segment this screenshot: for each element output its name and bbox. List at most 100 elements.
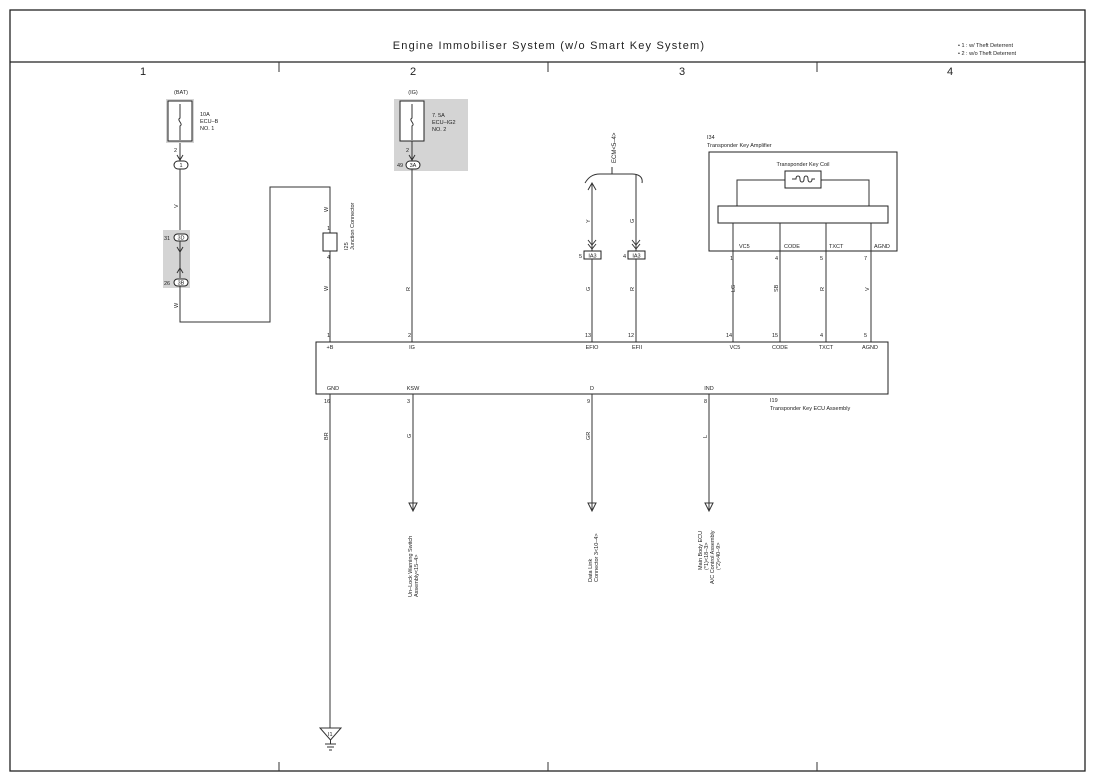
supply-ig-label: (IG) xyxy=(408,90,418,96)
column-label: 4 xyxy=(947,66,953,78)
ecu-terminal: TXCT xyxy=(819,345,834,351)
wire-color-w: W xyxy=(324,285,330,291)
ecm-ref-label: ECM<5–4> xyxy=(612,132,618,163)
wire-color-br: BR xyxy=(324,432,330,440)
ecu-pin: 12 xyxy=(628,333,634,339)
junction-pin-top: 1 xyxy=(327,226,330,232)
amp-terminal: AGND xyxy=(874,244,890,250)
ecu-terminal: GND xyxy=(327,386,339,392)
connector-ig-label: 3A xyxy=(410,163,417,169)
supply-bat-label: (BAT) xyxy=(174,90,188,96)
ecu-terminal: VC5 xyxy=(730,345,741,351)
transponder-key-ecu: 1 2 13 12 14 15 4 5 +B IG EFIO EFII VC5 … xyxy=(315,333,889,412)
ecu-terminal: IG xyxy=(409,345,415,351)
coil-icon xyxy=(792,175,815,183)
ecu-terminal: IND xyxy=(704,386,714,392)
dest-unlock-line1: Un–Lock Warning Switch xyxy=(408,536,414,597)
amp-terminal: VC5 xyxy=(739,244,750,250)
ecu-pin: 16 xyxy=(324,399,330,405)
ecu-pin: 13 xyxy=(585,333,591,339)
connector-ig xyxy=(405,160,421,170)
junction-id: I25 xyxy=(344,242,350,250)
connector-bat-label: 1 xyxy=(179,163,182,169)
fuse-rating: 7. 5A xyxy=(432,113,445,119)
amp-pin: 7 xyxy=(864,256,867,262)
dest-body-line4: (*2)<40–9> xyxy=(716,542,722,570)
dest-dlc-line1: Data Link xyxy=(588,559,594,582)
wire-color-r: R xyxy=(630,287,636,291)
ecu-terminal: AGND xyxy=(862,345,878,351)
ecu-terminal: D xyxy=(590,386,594,392)
fuse-ecu-b: (BAT) 10A ECU–B NO. 1 2 xyxy=(166,90,219,154)
jb-top-pin: 31 xyxy=(164,236,170,242)
note-theft-deterrent: • 1 : w/ Theft Deterrent xyxy=(958,43,1013,49)
ecu-terminal: KSW xyxy=(407,386,420,392)
ground-label: I1 xyxy=(328,732,333,738)
wire-color-r: R xyxy=(820,287,826,291)
ecu-pin: 14 xyxy=(726,333,732,339)
amp-pin: 1 xyxy=(730,256,733,262)
column-label: 2 xyxy=(410,66,416,78)
ecu-pin: 4 xyxy=(820,333,823,339)
ecu-terminal: EFII xyxy=(632,345,643,351)
amp-pin: 5 xyxy=(820,256,823,262)
ecm-conn-label: IA3 xyxy=(632,254,640,260)
junction-connector-i25: 1 4 I25 Junction Connector xyxy=(322,202,356,261)
fuse-number: NO. 1 xyxy=(200,126,214,132)
wire-color-r: R xyxy=(406,287,412,291)
connector-bat xyxy=(173,160,189,170)
dest-dlc-line2: Connector 3<10–4> xyxy=(594,533,600,582)
column-label: 1 xyxy=(140,66,146,78)
wire-color-g: G xyxy=(407,434,413,438)
wire-color-g: G xyxy=(586,287,592,291)
wire-color-gr: GR xyxy=(586,432,592,440)
ecu-terminal: +B xyxy=(327,345,334,351)
ecu-terminal: CODE xyxy=(772,345,788,351)
ecu-pin: 1 xyxy=(327,333,330,339)
ecu-pin: 8 xyxy=(704,399,707,405)
ecu-pin: 2 xyxy=(408,333,411,339)
ecm-conn-label: IA3 xyxy=(588,254,596,260)
ecu-id: I19 xyxy=(770,398,778,404)
fuse-symbol-icon xyxy=(178,104,182,140)
fuse-number: NO. 2 xyxy=(432,127,446,133)
amp-terminal: TXCT xyxy=(829,244,844,250)
amplifier-id: I34 xyxy=(707,135,715,141)
coil-name: Transponder Key Coil xyxy=(777,162,830,168)
ecm-reference: ECM<5–4> xyxy=(584,132,643,184)
diagram-title: Engine Immobiliser System (w/o Smart Key… xyxy=(393,40,706,52)
wire-color-sb: SB xyxy=(774,284,780,292)
column-ruler: 1 2 3 4 xyxy=(140,62,953,771)
ecm-pin-left: 5 xyxy=(579,254,582,260)
ecu-name: Transponder Key ECU Assembly xyxy=(770,406,850,412)
fuse-pin: 2 xyxy=(174,148,177,154)
fuse-pin: 2 xyxy=(406,148,409,154)
ecu-pin: 5 xyxy=(864,333,867,339)
ecu-pin: 15 xyxy=(772,333,778,339)
ecu-terminal: EFIO xyxy=(586,345,600,351)
fuse-name: ECU–IG2 xyxy=(432,120,456,126)
wire-color-g: G xyxy=(630,219,636,223)
note-no-theft-deterrent: • 2 : w/o Theft Deterrent xyxy=(958,51,1017,57)
ground-symbol-icon xyxy=(318,727,343,751)
dest-body-line3: A/C Control Assembly xyxy=(710,530,716,584)
wire-color-lg: LG xyxy=(731,285,737,292)
ecm-pin-right: 4 xyxy=(623,254,626,260)
jb-top-conn: 3D xyxy=(177,236,184,242)
dest-body-line2: (*1)<18–3> xyxy=(704,542,710,570)
ecu-pin: 9 xyxy=(587,399,590,405)
wire-color-y: Y xyxy=(586,219,592,223)
wire-color-v: V xyxy=(174,204,180,208)
jb-bot-pin: 26 xyxy=(164,281,170,287)
fuse-rating: 10A xyxy=(200,112,210,118)
ecu-pin: 3 xyxy=(407,399,410,405)
fuse-name: ECU–B xyxy=(200,119,219,125)
connector-ig-pin: 49 xyxy=(397,163,403,169)
amplifier-name: Transponder Key Amplifier xyxy=(707,143,772,149)
junction-name: Junction Connector xyxy=(350,202,356,250)
amplifier-circuit-box xyxy=(717,205,889,224)
wire-color-w: W xyxy=(324,206,330,212)
dest-unlock-line2: Assembly<15–4> xyxy=(414,555,420,598)
jb-bot-conn: 3B xyxy=(178,281,185,287)
wire-color-v: V xyxy=(865,287,871,291)
